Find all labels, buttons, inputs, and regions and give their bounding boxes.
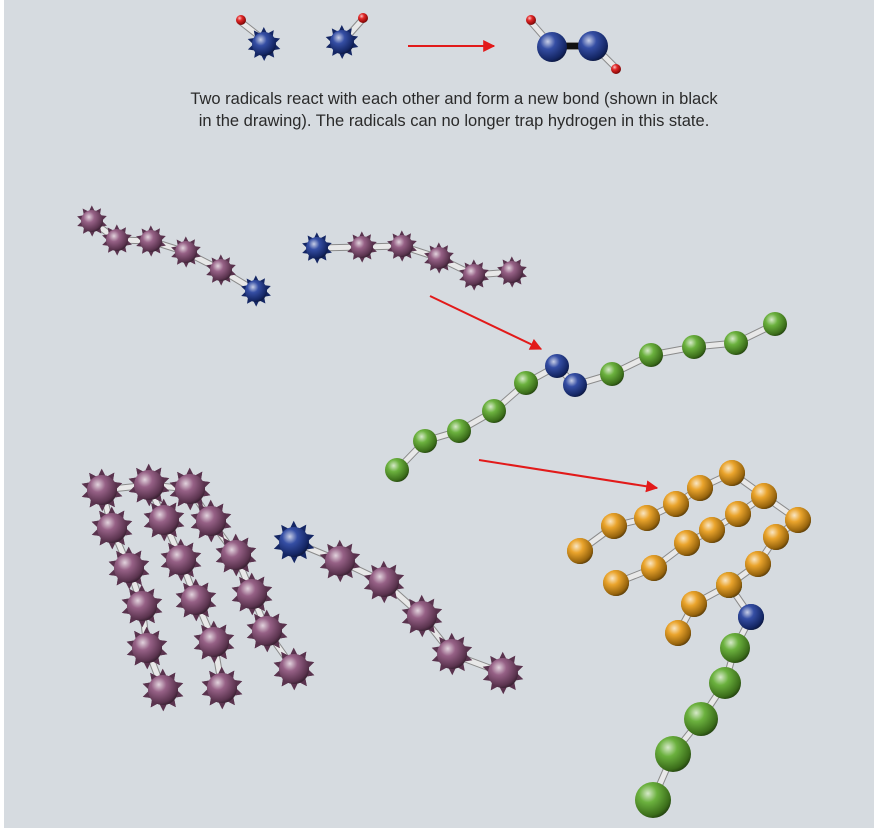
radical-chain-atom [325, 546, 355, 576]
diagram-canvas [77, 13, 811, 818]
network-atom [199, 627, 229, 657]
reaction-arrow-middle [429, 295, 543, 350]
green-tail-atom [709, 667, 741, 699]
chain-a-atom [140, 230, 162, 252]
orange-atom [641, 555, 667, 581]
chain-combined-atom [724, 331, 748, 355]
radical-atom [252, 32, 276, 56]
chain-combined-atom [682, 335, 706, 359]
green-tail-atom [635, 782, 671, 818]
network-atom [87, 475, 117, 505]
orange-atom [663, 491, 689, 517]
network-atom [181, 585, 211, 615]
caption-line-2: in the drawing). The radicals can no lon… [198, 112, 710, 130]
orange-atom [665, 620, 691, 646]
radical-chain-atom [279, 527, 309, 557]
chain-combined-atom [545, 354, 569, 378]
network-atom [148, 675, 178, 705]
chain-a-atom [210, 259, 232, 281]
atoms-layer [77, 13, 811, 818]
orange-atom [699, 517, 725, 543]
orange-atom [681, 591, 707, 617]
chain-a-atom [106, 229, 128, 251]
orange-atom [687, 475, 713, 501]
chain-a-atom [245, 280, 267, 302]
network-atom [279, 654, 309, 684]
hydrogen-atom [526, 15, 536, 25]
orange-atom [716, 572, 742, 598]
chain-b-atom [306, 237, 328, 259]
diagram-frame: Two radicals react with each other and f… [4, 0, 874, 828]
bonds-layer [88, 16, 802, 804]
network-atom [207, 673, 237, 703]
network-atom [175, 474, 205, 504]
network-atom [196, 506, 226, 536]
network-atom [127, 591, 157, 621]
network-atom [134, 470, 164, 500]
orange-atom [763, 524, 789, 550]
orange-atom [785, 507, 811, 533]
radical-chain-atom [437, 639, 467, 669]
chain-b-atom [501, 261, 523, 283]
network-atom [114, 553, 144, 583]
orange-atom [601, 513, 627, 539]
orange-atom [719, 460, 745, 486]
network-atom [237, 579, 267, 609]
chain-b-atom [428, 247, 450, 269]
caption-line-1: Two radicals react with each other and f… [190, 90, 718, 108]
green-tail-atom [655, 736, 691, 772]
radical-chain-atom [369, 567, 399, 597]
network-atom [97, 513, 127, 543]
chain-b-atom [391, 235, 413, 257]
orange-atom [603, 570, 629, 596]
chain-combined-atom [447, 419, 471, 443]
orange-atom [567, 538, 593, 564]
chain-combined-atom [563, 373, 587, 397]
chain-a-atom [81, 210, 103, 232]
hydrogen-atom [611, 64, 621, 74]
network-atom [221, 540, 251, 570]
radical-chain-atom [488, 658, 518, 688]
orange-atom [674, 530, 700, 556]
network-atom [132, 633, 162, 663]
chain-combined-atom [514, 371, 538, 395]
radical-atom [578, 31, 608, 61]
chain-combined-atom [639, 343, 663, 367]
chain-b-atom [463, 264, 485, 286]
chain-b-atom [351, 236, 373, 258]
green-tail-atom [684, 702, 718, 736]
hydrogen-atom [358, 13, 368, 23]
radical-atom [537, 32, 567, 62]
orange-atom [745, 551, 771, 577]
caption-text: Two radicals react with each other and f… [104, 88, 804, 132]
chain-combined-atom [482, 399, 506, 423]
network-atom [252, 616, 282, 646]
network-atom [166, 545, 196, 575]
reaction-arrow-bottom [478, 459, 659, 493]
orange-atom [751, 483, 777, 509]
radical-atom [738, 604, 764, 630]
chain-combined-atom [385, 458, 409, 482]
chain-combined-atom [600, 362, 624, 386]
orange-atom [634, 505, 660, 531]
hydrogen-atom [236, 15, 246, 25]
chain-combined-atom [413, 429, 437, 453]
chain-a-atom [175, 241, 197, 263]
network-atom [149, 505, 179, 535]
orange-atom [725, 501, 751, 527]
radical-chain-atom [407, 601, 437, 631]
chain-combined-atom [763, 312, 787, 336]
radical-atom [330, 30, 354, 54]
green-tail-atom [720, 633, 750, 663]
arrows-layer [408, 40, 659, 493]
